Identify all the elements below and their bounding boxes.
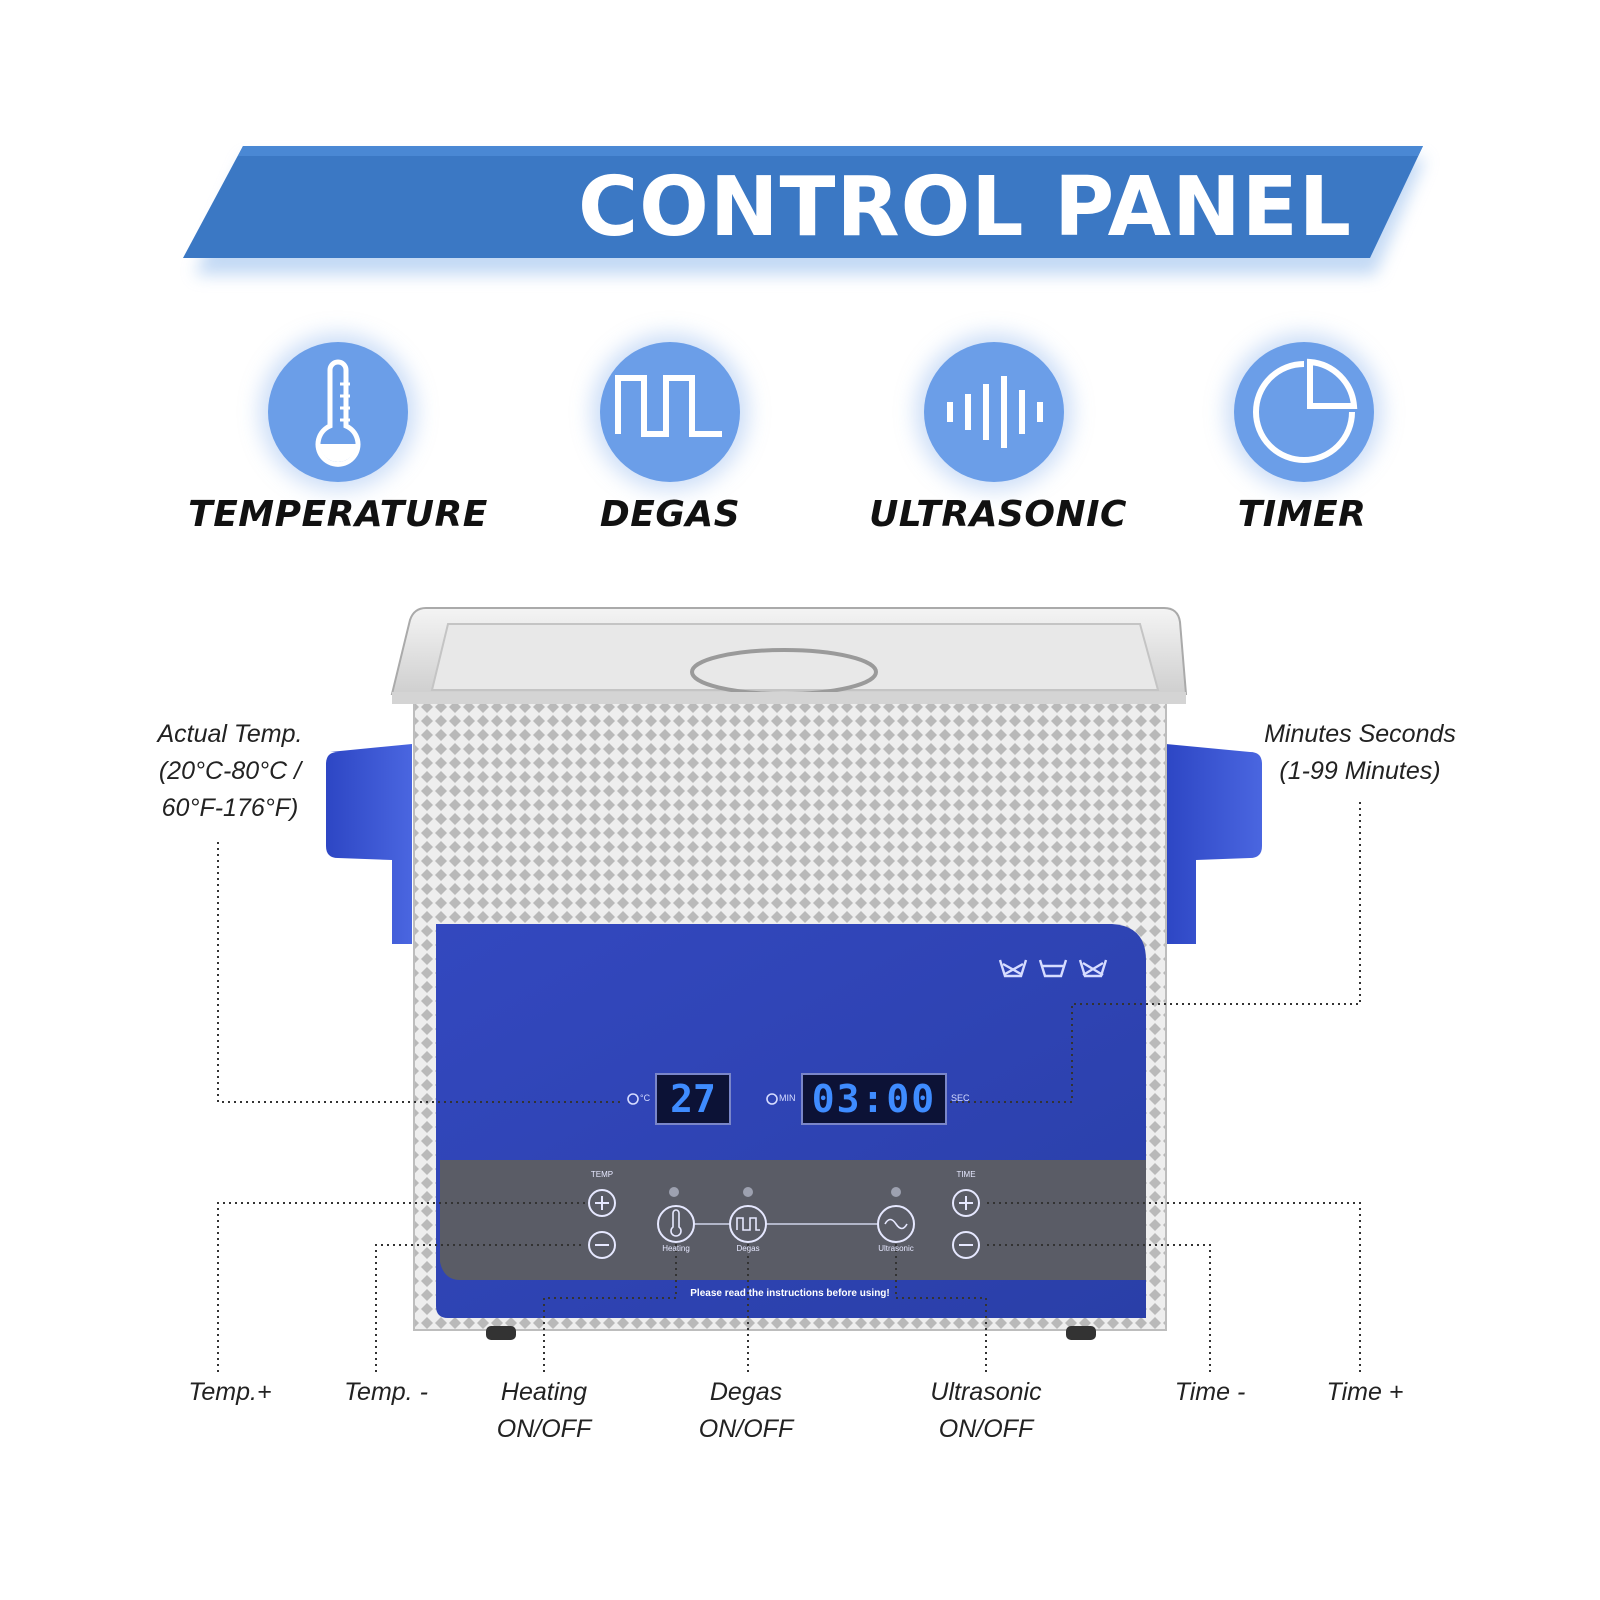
temp-indicator-icon — [627, 1093, 639, 1105]
annotation-line: ON/OFF — [496, 1415, 592, 1443]
annotation-minutes-seconds: Minutes Seconds (1-99 Minutes) — [1240, 716, 1480, 790]
annotation-degas: Degas ON/OFF — [676, 1374, 816, 1448]
heating-button-label: Heating — [662, 1244, 690, 1253]
annotation-time-plus: Time + — [1326, 1378, 1404, 1406]
annotation-line: Minutes Seconds — [1264, 720, 1456, 748]
control-panel-banner: CONTROL PANEL — [0, 0, 1600, 300]
min-label: MIN — [779, 1093, 796, 1103]
device-lid — [390, 607, 1188, 704]
temp-group-label: TEMP — [590, 1170, 614, 1179]
annotation-line: Actual Temp. — [157, 720, 303, 748]
notice-text: Please read the instructions before usin… — [690, 1288, 890, 1299]
button-strip — [440, 1160, 1146, 1280]
time-minus-button[interactable] — [952, 1231, 980, 1259]
annotation-line: Ultrasonic — [930, 1378, 1042, 1406]
square-wave-icon — [600, 342, 740, 482]
annotation-line: ON/OFF — [938, 1415, 1034, 1443]
foot — [486, 1326, 516, 1340]
temp-unit-label: °C — [640, 1093, 651, 1103]
time-plus-button[interactable] — [952, 1189, 980, 1217]
ultrasonic-led — [891, 1187, 901, 1197]
square-wave-icon — [736, 1217, 760, 1231]
sine-wave-icon — [884, 1218, 908, 1230]
wash-symbols-icon — [998, 959, 1108, 978]
heating-button[interactable] — [657, 1205, 695, 1243]
feature-timer: TIMER — [1142, 342, 1462, 562]
sec-label: SEC — [951, 1093, 970, 1103]
degas-led — [743, 1187, 753, 1197]
time-display: 03:00 — [811, 1077, 937, 1121]
annotation-line: Degas — [709, 1378, 783, 1406]
sound-wave-icon — [924, 342, 1064, 482]
feature-label: TIMER — [1237, 494, 1367, 535]
temp-plus-button[interactable] — [588, 1189, 616, 1217]
banner-shape — [183, 146, 1425, 275]
ultrasonic-button[interactable] — [877, 1205, 915, 1243]
annotation-line: (20°C-80°C / — [158, 757, 302, 785]
clock-indicator-icon — [766, 1093, 778, 1105]
annotation-temp-plus: Temp.+ — [188, 1378, 272, 1406]
banner-title: CONTROL PANEL — [578, 160, 1353, 255]
leader-lines — [217, 802, 1361, 1372]
annotation-heating: Heating ON/OFF — [474, 1374, 614, 1448]
annotation-line: 60°F-176°F) — [161, 794, 299, 822]
feature-label: ULTRASONIC — [869, 494, 1127, 535]
heating-led — [669, 1187, 679, 1197]
time-lcd-frame — [801, 1073, 947, 1125]
temp-display: 27 — [670, 1077, 716, 1121]
annotation-ultrasonic: Ultrasonic ON/OFF — [906, 1374, 1066, 1448]
temp-minus-button[interactable] — [588, 1231, 616, 1259]
annotation-temp-minus: Temp. - — [344, 1378, 428, 1406]
annotation-actual-temp: Actual Temp. (20°C-80°C / 60°F-176°F) — [130, 716, 330, 827]
temp-lcd-frame — [655, 1073, 731, 1125]
clock-icon — [1234, 342, 1374, 482]
foot — [1066, 1326, 1096, 1340]
degas-button[interactable] — [729, 1205, 767, 1243]
feature-label: TEMPERATURE — [188, 494, 488, 535]
feature-degas: DEGAS — [510, 342, 830, 562]
feature-temperature: TEMPERATURE — [178, 342, 498, 562]
feature-label: DEGAS — [599, 494, 741, 535]
thermometer-icon — [268, 342, 408, 482]
time-group-label: TIME — [956, 1170, 976, 1179]
thermometer-icon — [670, 1209, 682, 1237]
feature-ultrasonic: ULTRASONIC — [838, 342, 1158, 562]
degas-button-label: Degas — [736, 1244, 760, 1253]
right-handle — [1166, 744, 1262, 944]
ultrasonic-button-label: Ultrasonic — [878, 1244, 914, 1253]
annotation-line: (1-99 Minutes) — [1279, 757, 1441, 785]
annotation-line: Heating — [500, 1378, 588, 1406]
annotation-time-minus: Time - — [1174, 1378, 1246, 1406]
annotation-line: ON/OFF — [698, 1415, 794, 1443]
left-handle — [326, 744, 412, 944]
